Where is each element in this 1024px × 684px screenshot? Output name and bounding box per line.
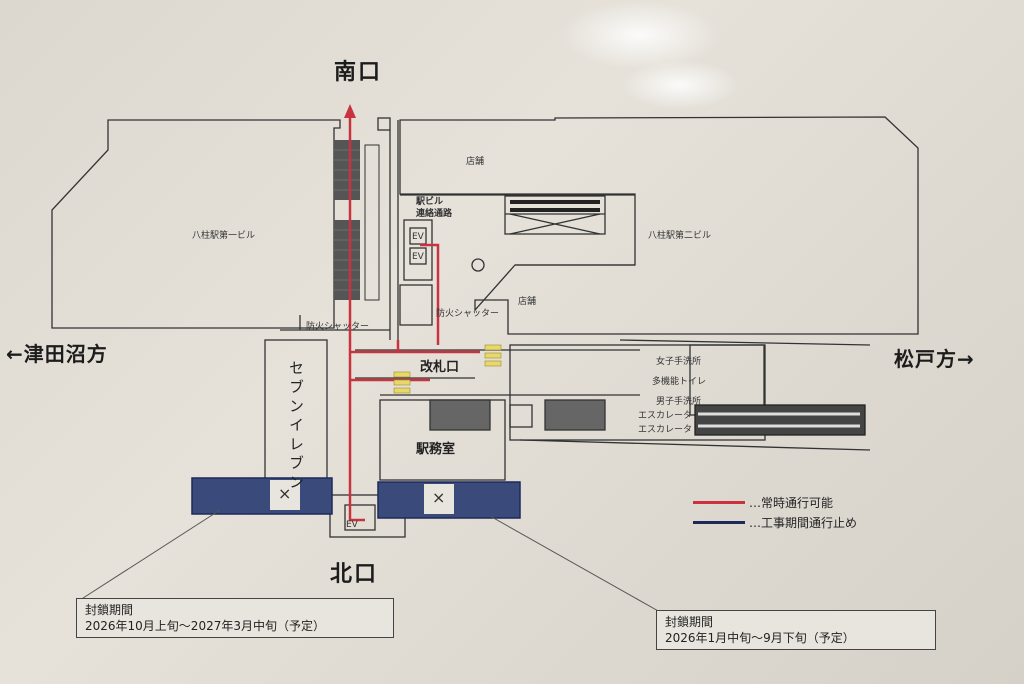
fire-shutter-right-label: 防火シャッター	[436, 309, 500, 319]
south-exit-label: 南口	[334, 60, 383, 85]
escalator-label: エスカレータ	[638, 411, 693, 421]
light-glare	[620, 60, 740, 110]
seven-eleven-label: セブンイレブン	[287, 360, 305, 493]
ticket-gates	[393, 344, 502, 394]
open-route	[348, 118, 480, 522]
legend-label: …常時通行可能	[749, 496, 834, 510]
shop-upper-label: 店舗	[466, 157, 485, 167]
fire-shutter-left-label: 防火シャッター	[306, 322, 370, 332]
womens-restroom-label: 女子手洗所	[656, 357, 702, 367]
elevator-label: EV	[412, 232, 424, 242]
closed-area-north-west	[191, 477, 333, 515]
notice-period: 2026年10月上旬～2027年3月中旬（予定）	[85, 619, 325, 633]
arrow-up-icon	[344, 104, 356, 118]
closed-x-icon: ×	[278, 484, 292, 503]
passage-label-2: 連絡通路	[416, 209, 453, 219]
main-stairs	[334, 140, 360, 300]
multipurpose-toilet-label: 多機能トイレ	[652, 377, 707, 387]
second-building-outline	[399, 116, 919, 335]
ticket-gate-label: 改札口	[420, 360, 460, 375]
legend-closed-route: …工事期間通行止め	[693, 514, 857, 531]
red-line-swatch	[693, 501, 745, 504]
mens-restroom-label: 男子手洗所	[656, 397, 702, 407]
first-building-outline	[51, 119, 341, 329]
direction-matsudo: 松戸方→	[894, 347, 975, 371]
first-building-label: 八柱駅第一ビル	[192, 231, 256, 241]
passage-label-1: 駅ビル	[416, 197, 444, 207]
legend-label: …工事期間通行止め	[749, 516, 858, 530]
station-office-label: 駅務室	[416, 442, 456, 457]
second-building-label: 八柱駅第二ビル	[648, 231, 712, 241]
elevator-label: EV	[412, 252, 424, 262]
closure-notice-left: 封鎖期間 2026年10月上旬～2027年3月中旬（予定）	[76, 598, 394, 638]
light-glare	[560, 0, 720, 70]
direction-tsudanuma: ←津田沼方	[6, 342, 108, 366]
closed-x-icon: ×	[432, 488, 446, 507]
notice-title: 封鎖期間	[85, 603, 134, 617]
legend-open-route: …常時通行可能	[693, 494, 833, 511]
navy-line-swatch	[693, 521, 745, 524]
closure-notice-right: 封鎖期間 2026年1月中旬～9月下旬（予定）	[656, 610, 936, 650]
north-exit-label: 北口	[330, 562, 379, 587]
shop-lower-label: 店舗	[518, 297, 537, 307]
escalator-label: エスカレータ	[638, 425, 693, 435]
elevator-north-label: EV	[346, 520, 358, 530]
notice-period: 2026年1月中旬～9月下旬（予定）	[665, 631, 855, 645]
notice-title: 封鎖期間	[665, 615, 714, 629]
